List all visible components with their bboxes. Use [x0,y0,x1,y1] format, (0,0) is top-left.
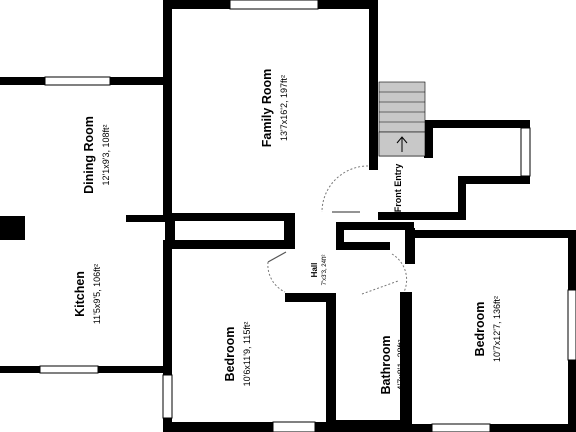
bedroom-right-name: Bedroom [473,302,487,357]
wall-family-right [369,0,378,170]
front-entry-name: Front Entry [393,164,403,213]
wall-bath-right [400,292,412,432]
bedroom-right-dims: 10'7x12'7, 136ft² [492,296,502,362]
doors [267,165,408,295]
wall-closet-left [165,213,175,249]
windows [39,0,576,432]
wall-porch-inner [424,120,433,158]
window-dining-top [44,76,111,86]
wall-closet-top [165,213,295,221]
kitchen-dims: 11'5x9'5, 106ft² [92,264,102,324]
wall-right-bedroom-bottom-right [490,424,576,432]
wall-porch-right-lower [458,176,466,220]
kitchen-name: Kitchen [73,271,87,317]
dining-room-name: Dining Room [82,116,96,194]
hall-name: Hall [310,263,319,278]
wall-porch-bottom [378,212,458,220]
window-bedroom-right-bottom [431,423,491,432]
wall-dining-top-left [0,77,45,85]
wall-dining-kitchen-stub [126,215,172,222]
wall-family-left [163,0,172,220]
wall-entry-left [336,222,344,250]
arrow-right-icon [396,136,408,152]
hall-dims: 7'x3'3, 24ft² [322,255,328,286]
wall-bedroom-bottom-left [163,422,273,432]
dining-room-dims: 12'1x9'3, 108ft² [101,125,111,186]
wall-bedroom-left-upper [163,240,172,375]
room-labels: Family Room 13'7x16'2, 197ft² Dining Roo… [73,69,502,395]
door-arc-bedroom-left [267,261,286,293]
bathroom-name: Bathroom [379,335,393,394]
wall-closet-right [284,213,295,249]
wall-bath-bottom [326,420,412,432]
wall-bedroom-top [175,240,287,249]
door-arc-bedroom-right [391,253,408,293]
kitchen-appliance [0,216,25,240]
wall-family-top-right [318,0,378,9]
window-kitchen-bottom [39,365,99,374]
wall-family-top-left [172,0,230,9]
window-bedroom-right-side [567,289,576,361]
family-room-dims: 13'7x16'2, 197ft² [279,75,289,141]
wall-porch-top [425,120,530,128]
window-family-top [229,0,319,10]
door-arc-entry [321,165,369,213]
door-leaf-bedroom-left [267,251,287,263]
family-room-name: Family Room [260,69,274,148]
bedroom-left-dims: 10'6x11'9, 115ft² [242,322,252,387]
wall-right-bedroom-bottom-left [412,424,432,432]
wall-entry-top [336,222,414,230]
wall-hall-bottom [285,293,333,302]
wall-dining-top-right [110,77,168,85]
bathroom-dims: 4'7x8'1, 38ft² [396,340,406,391]
wall-right-bedroom-left [405,228,415,264]
wall-entry-bottom [344,242,390,250]
wall-kitchen-bottom-right [98,366,168,373]
wall-right-bedroom-top [408,230,576,238]
wall-kitchen-bottom-left [0,366,40,373]
stairs [378,81,426,157]
bedroom-left-name: Bedroom [223,327,237,382]
wall-bath-left [326,293,336,432]
window-porch [520,127,531,177]
wall-porch-mid [458,176,530,184]
window-bedroom-left [162,374,173,419]
window-bedroom-bottom [272,421,316,432]
